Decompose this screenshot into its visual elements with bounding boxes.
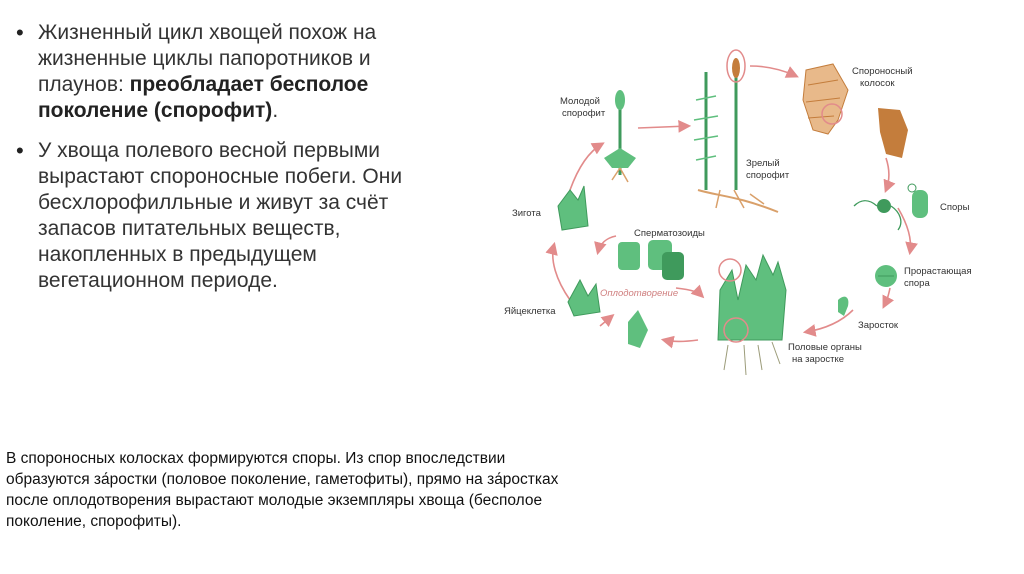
mature-sporophyte-illustration (694, 50, 778, 212)
spores-illustration (854, 184, 928, 230)
bullet-text: Жизненный цикл хвощей похож на жизненные… (38, 20, 436, 124)
label-organs-1: Половые органы (788, 342, 862, 353)
caption-note: В спороносных колосках формируются споры… (6, 448, 566, 532)
label-fertilization: Оплодотворение (600, 288, 678, 299)
label-spores: Споры (940, 202, 970, 213)
arrow (806, 310, 853, 332)
arrow (570, 144, 602, 190)
zygote-illustration (558, 186, 588, 230)
label-sperm: Сперматозоиды (634, 228, 705, 239)
spermatozoa-illustration (618, 240, 684, 280)
bullet-item: • Жизненный цикл хвощей похож на жизненн… (16, 20, 436, 124)
bullet-item: • У хвоща полевого весной первыми выраст… (16, 138, 436, 294)
prothallus-illustration (838, 297, 848, 316)
bullet-list: • Жизненный цикл хвощей похож на жизненн… (16, 20, 436, 308)
horsetail-life-cycle-diagram: Молодой спорофит Зрелый спорофит Спороно… (488, 40, 988, 390)
arrow (598, 236, 616, 252)
label-mature-sporophyte-1: Зрелый (746, 158, 780, 169)
label-zygote: Зигота (512, 208, 542, 219)
arrow (600, 316, 612, 326)
arrow (664, 340, 698, 342)
label-egg: Яйцеклетка (504, 306, 556, 317)
sex-organs-illustration (718, 255, 786, 375)
life-cycle-svg: Молодой спорофит Зрелый спорофит Спороно… (488, 40, 988, 390)
label-germinating-1: Прорастающая (904, 266, 972, 277)
bullet-marker: • (16, 20, 38, 124)
arrow (886, 158, 889, 190)
bullet-marker: • (16, 138, 38, 294)
arrow (884, 288, 890, 306)
label-mature-sporophyte-2: спорофит (746, 170, 790, 181)
bullet-text: У хвоща полевого весной первыми вырастаю… (38, 138, 436, 294)
arrow (898, 208, 911, 252)
young-sporophyte-illustration (604, 90, 636, 182)
label-young-sporophyte-1: Молодой (560, 96, 600, 107)
arrow (676, 288, 702, 296)
label-germinating-2: спора (904, 278, 930, 289)
label-spikelet-2: колосок (860, 78, 895, 89)
label-prothallus: Заросток (858, 320, 899, 331)
germinating-spore-illustration (875, 265, 897, 287)
arrow (553, 245, 570, 300)
label-spikelet-1: Спороносный (852, 66, 913, 77)
arrow (638, 126, 688, 128)
label-young-sporophyte-2: спорофит (562, 108, 606, 119)
bullet-text-tail: . (272, 99, 278, 122)
arrow (750, 66, 796, 76)
label-organs-2: на заростке (792, 354, 844, 365)
bullet-text-plain: У хвоща полевого весной первыми вырастаю… (38, 139, 402, 292)
